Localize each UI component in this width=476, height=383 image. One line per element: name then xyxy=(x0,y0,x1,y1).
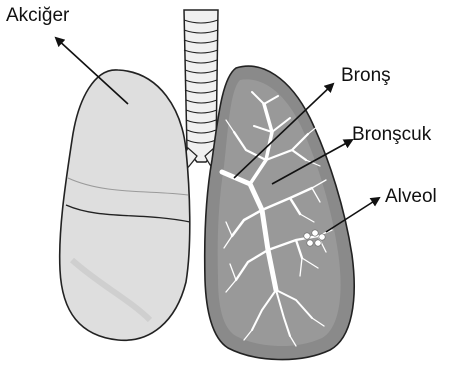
right-lung xyxy=(205,66,355,359)
bronchiole-label: Bronşcuk xyxy=(352,125,431,144)
lung-label: Akciğer xyxy=(6,6,69,25)
left-lung xyxy=(60,70,190,340)
bronchus-label: Bronş xyxy=(341,66,391,85)
alveolus-label: Alveol xyxy=(385,187,437,206)
